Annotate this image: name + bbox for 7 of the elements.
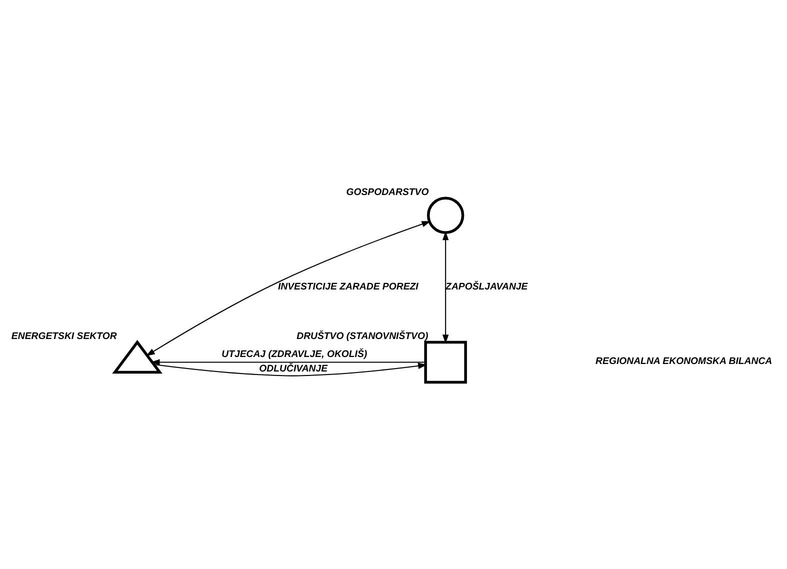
node-label: GOSPODARSTVO [346, 186, 429, 198]
edge-label: ODLUČIVANJE [259, 362, 328, 374]
edge-label: INVESTICIJE ZARADE POREZI [278, 280, 418, 292]
edge-label: UTJECAJ (ZDRAVLJE, OKOLIŠ) [222, 348, 368, 360]
node-label: ENERGETSKI SEKTOR [11, 330, 117, 342]
node-label: DRUŠTVO (STANOVNIŠTVO) [296, 330, 428, 342]
label: REGIONALNA EKONOMSKA BILANCA [596, 356, 772, 367]
